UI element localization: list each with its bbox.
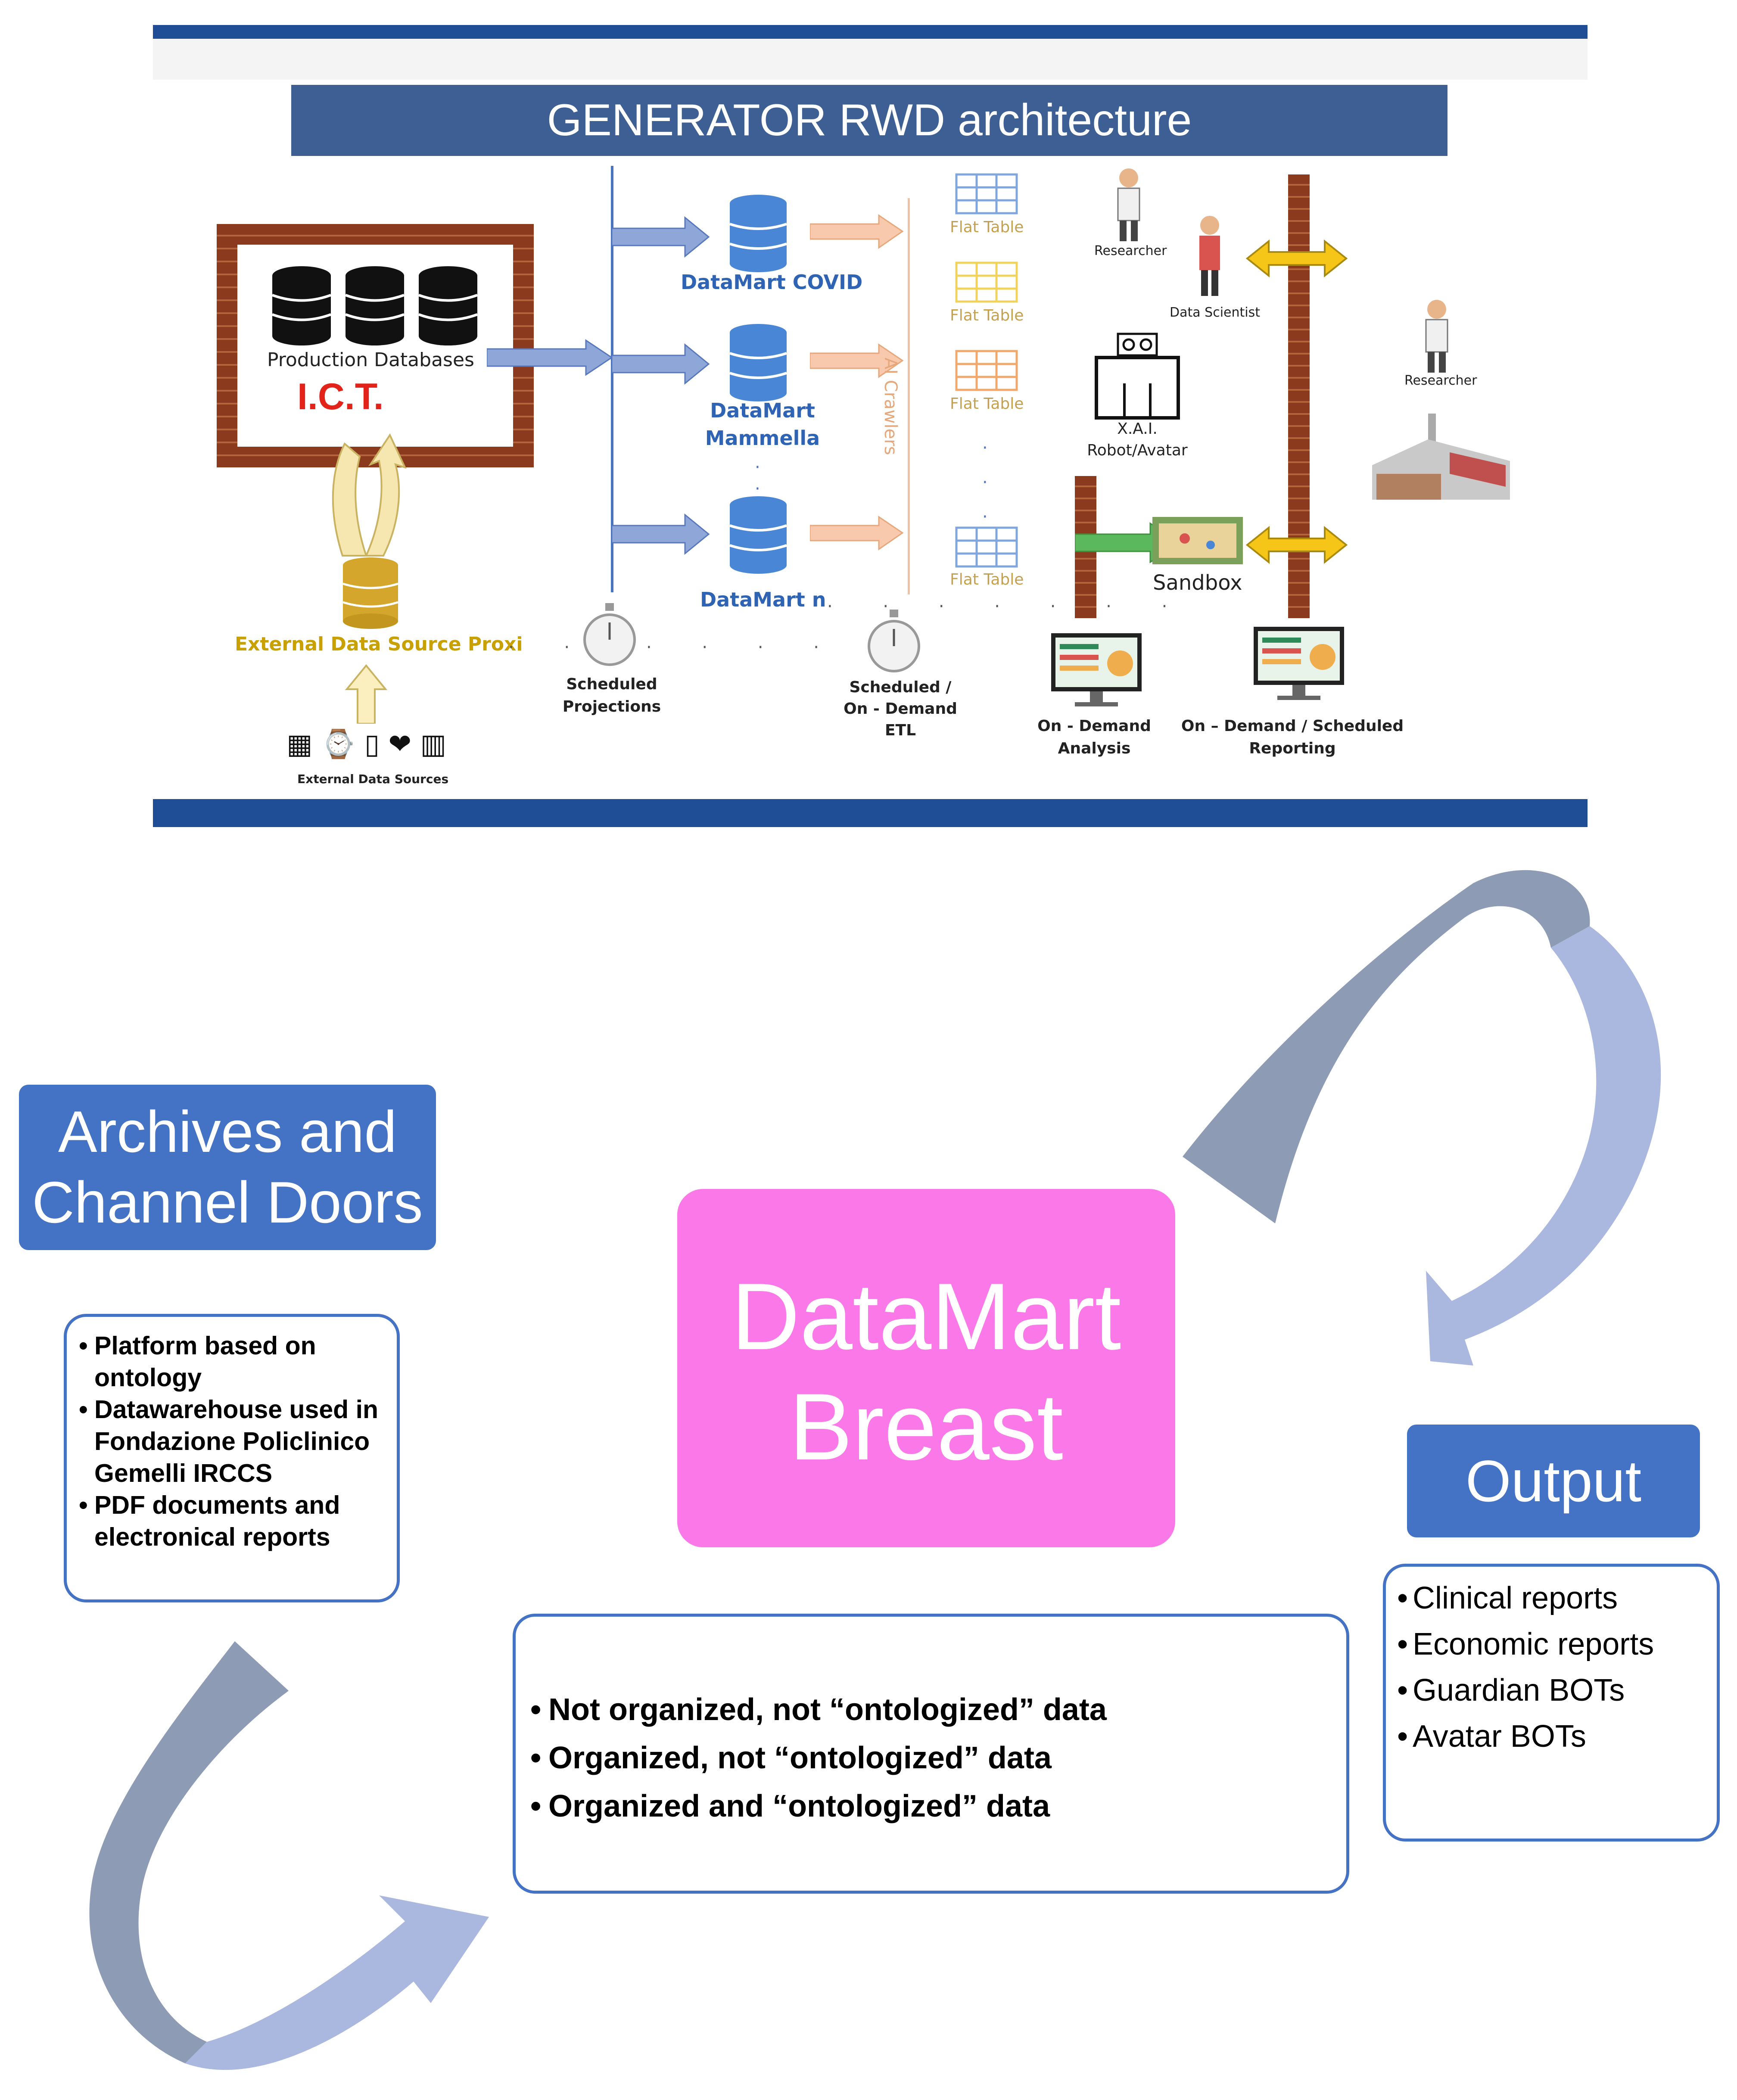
stopwatch-icon [583,603,636,666]
dots-dmn: · · · · · · · [827,597,1190,616]
datamart-mammella-label-2: Mammella [705,426,820,450]
output-box: Output [1407,1425,1700,1537]
production-db-icons [271,266,478,345]
external-proxy-label: External Data Source Proxi [235,633,523,655]
xai-label-2: Robot/Avatar [1087,442,1188,459]
stopwatch-icon [868,610,920,672]
ict-label: I.C.T. [297,376,384,417]
db-icon [346,266,404,345]
reporting-label-2: Reporting [1249,740,1336,757]
double-arrow-top [1245,239,1348,278]
analysis-label-1: On - Demand [1037,717,1151,735]
archives-list: Platform based on ontology Datawarehouse… [64,1314,400,1602]
researcher-icon [1425,300,1448,373]
external-sources-label: External Data Sources [297,772,449,786]
list-item: Avatar BOTs [1397,1714,1717,1760]
robot-icon [1095,333,1180,420]
datamart-breast-line-1: DataMart [731,1263,1121,1369]
dots-proj: · · · · [646,638,842,657]
list-item: Clinical reports [1397,1575,1717,1621]
dots-vertical-flat: ··· [982,438,988,527]
list-item: Organized, not “ontologized” data [530,1734,1346,1782]
analysis-label-2: Analysis [1058,740,1131,757]
datamart-n-label: DataMart n [700,588,826,611]
list-item: Organized and “ontologized” data [530,1782,1346,1830]
archives-box: Archives and Channel Doors [19,1085,436,1250]
dots-proxy: · · [508,638,592,657]
datamart-arrows [612,216,710,555]
factory-icon [1372,414,1510,500]
researcher-label-1: Researcher [1094,243,1167,258]
up-arrow-proxy [345,664,388,724]
datamart-breast-box: DataMart Breast [677,1189,1175,1547]
crawler-arrows [810,214,904,551]
scheduled-etl-label-3: ETL [884,722,916,739]
separator-line [611,166,613,592]
scheduled-projections-label-1: Scheduled [566,675,657,693]
dots-vertical: ·· [755,457,760,499]
flat-table-icons [955,173,1018,568]
list-item: Economic reports [1397,1621,1717,1668]
flat-table-label-4: Flat Table [950,571,1024,588]
flat-table-label-1: Flat Table [950,218,1024,236]
external-devices-icons: ▦ ⌚ ▯ ❤ ▥ [286,728,446,760]
scheduled-projections-label-2: Projections [562,698,661,716]
reporting-monitor-icon [1254,627,1344,700]
datamart-mammella-label-1: DataMart [710,399,815,422]
frame-arrow [487,339,613,376]
data-scientist-icon [1199,216,1220,296]
analysis-monitor-icon [1051,633,1142,706]
archives-line-2: Channel Doors [32,1170,423,1235]
list-item: Datawarehouse used in Fondazione Policli… [79,1394,386,1489]
list-item: Platform based on ontology [79,1330,386,1394]
flat-table-label-2: Flat Table [950,307,1024,324]
datamart-db-icons [729,195,787,574]
archives-line-1: Archives and [58,1099,397,1164]
crawler-line [908,198,910,594]
flat-table-label-3: Flat Table [950,395,1024,413]
slide-title: GENERATOR RWD architecture [291,85,1448,156]
datamart-breast-line-2: Breast [789,1374,1063,1480]
reporting-label-1: On – Demand / Scheduled [1181,717,1404,735]
list-item: PDF documents and electronical reports [79,1489,386,1553]
output-list: Clinical reports Economic reports Guardi… [1383,1564,1720,1842]
researcher-label-2: Researcher [1404,373,1477,388]
db-icon [272,266,331,345]
data-scientist-label: Data Scientist [1170,305,1260,320]
slide-header-strip [153,39,1588,80]
xai-label-1: X.A.I. [1117,420,1158,438]
production-databases-label: Production Databases [267,349,474,371]
scheduled-etl-label-1: Scheduled / [849,678,952,696]
list-item: Not organized, not “ontologized” data [530,1686,1346,1734]
sandbox-icon [1152,517,1243,564]
slide-bottom-bar [153,799,1588,827]
double-arrow-bottom [1245,526,1348,564]
researcher-icon [1117,168,1140,241]
proxy-db-icon [342,557,398,629]
list-item: Guardian BOTs [1397,1668,1717,1714]
datamart-covid-label: DataMart COVID [681,271,863,294]
data-types-list: Not organized, not “ontologized” data Or… [513,1614,1349,1894]
db-icon [419,266,477,345]
slide-top-bar [153,25,1588,39]
loop-arrow [332,433,407,557]
sandbox-label: Sandbox [1153,571,1242,595]
scheduled-etl-label-2: On - Demand [844,700,957,718]
